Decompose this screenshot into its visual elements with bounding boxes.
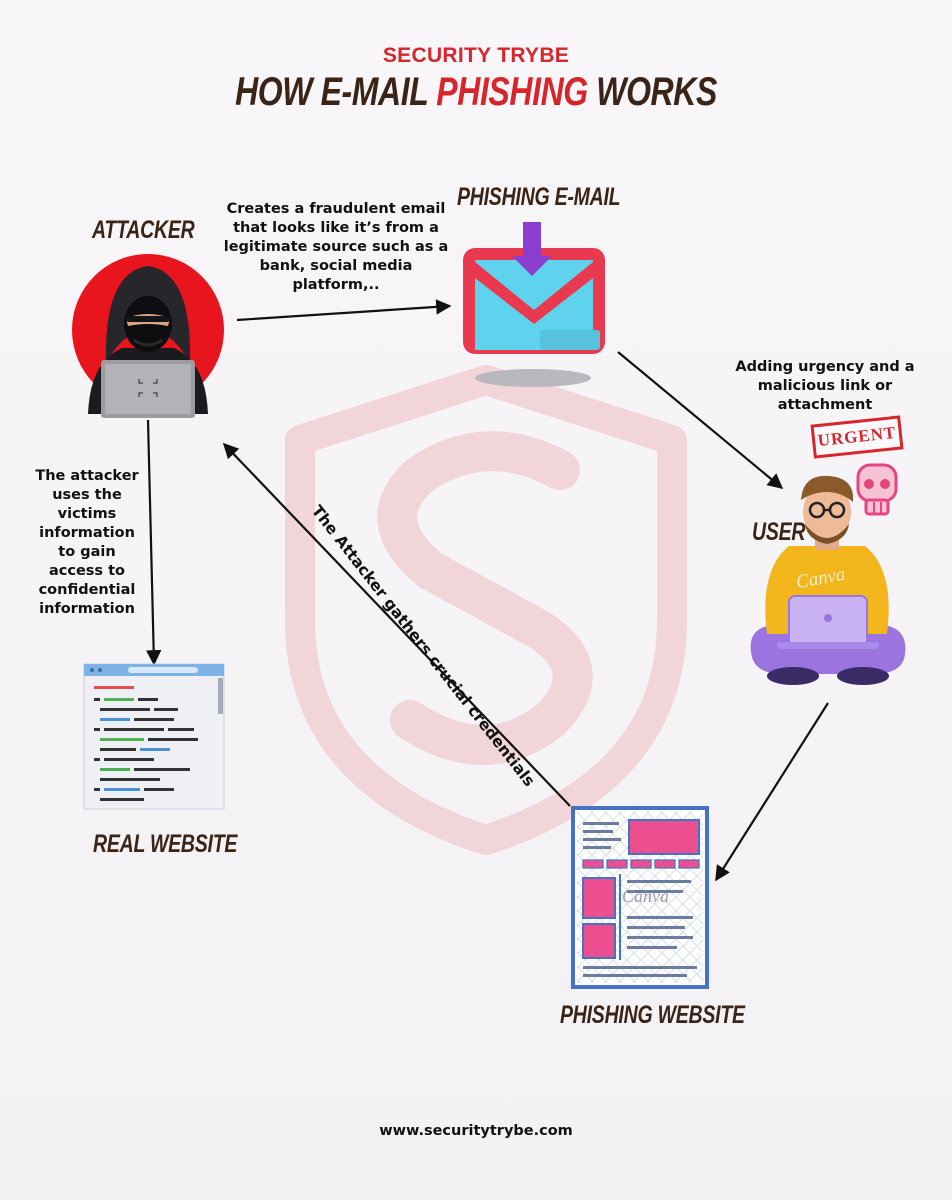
skull-icon xyxy=(856,463,898,516)
arrow-attacker-to-email xyxy=(236,299,452,322)
note-line: that looks like it’s from a xyxy=(233,220,439,236)
user-label: USER xyxy=(752,518,806,546)
note-line: malicious link or xyxy=(757,378,893,394)
user-person-icon xyxy=(750,475,906,685)
note-line: information xyxy=(39,601,135,617)
note-line: uses the xyxy=(52,487,122,503)
attacker-to-real-site-note: The attacker uses the victims informatio… xyxy=(22,467,152,619)
phishing-email-envelope-icon xyxy=(463,222,605,387)
phishing-website-page-icon xyxy=(571,806,709,989)
canva-watermark-site: Canva xyxy=(622,886,669,906)
note-line: attachment xyxy=(777,397,873,413)
attacker-to-email-note: Creates a fraudulent email that looks li… xyxy=(218,200,454,295)
arrow-email-to-user xyxy=(617,351,784,489)
phishing-email-label: PHISHING E-MAIL xyxy=(457,183,621,211)
note-line: platform,.. xyxy=(292,277,380,293)
title-prefix: HOW E-MAIL xyxy=(235,70,437,114)
attacker-hacker-icon xyxy=(72,254,224,418)
arrow-attacker-to-real-site xyxy=(145,419,162,666)
note-line: Creates a fraudulent email xyxy=(226,201,446,217)
note-line: bank, social media xyxy=(259,258,413,274)
note-line: Adding urgency and a xyxy=(735,359,915,375)
note-line: legitimate source such as a xyxy=(223,239,449,255)
real-website-browser-icon xyxy=(83,663,225,810)
brand-name: SECURITY TRYBE xyxy=(382,44,570,67)
note-line: to gain xyxy=(58,544,116,560)
footer-url: www.securitytrybe.com xyxy=(379,1123,573,1139)
arrow-user-to-phishing-site xyxy=(715,702,829,882)
note-line: confidential xyxy=(38,582,136,598)
title-suffix: WORKS xyxy=(587,70,717,114)
note-line: victims xyxy=(57,506,117,522)
arrow-phishing-site-to-attacker xyxy=(222,442,571,807)
attacker-label: ATTACKER xyxy=(92,216,195,244)
phishing-website-label: PHISHING WEBSITE xyxy=(560,1001,745,1029)
title-highlight: PHISHING xyxy=(436,70,588,114)
email-to-user-note: Adding urgency and a malicious link or a… xyxy=(725,358,925,415)
page-title: HOW E-MAIL PHISHING WORKS xyxy=(95,70,857,115)
note-line: information xyxy=(39,525,135,541)
note-line: access to xyxy=(48,563,125,579)
real-website-label: REAL WEBSITE xyxy=(93,830,238,858)
note-line: The attacker xyxy=(35,468,139,484)
